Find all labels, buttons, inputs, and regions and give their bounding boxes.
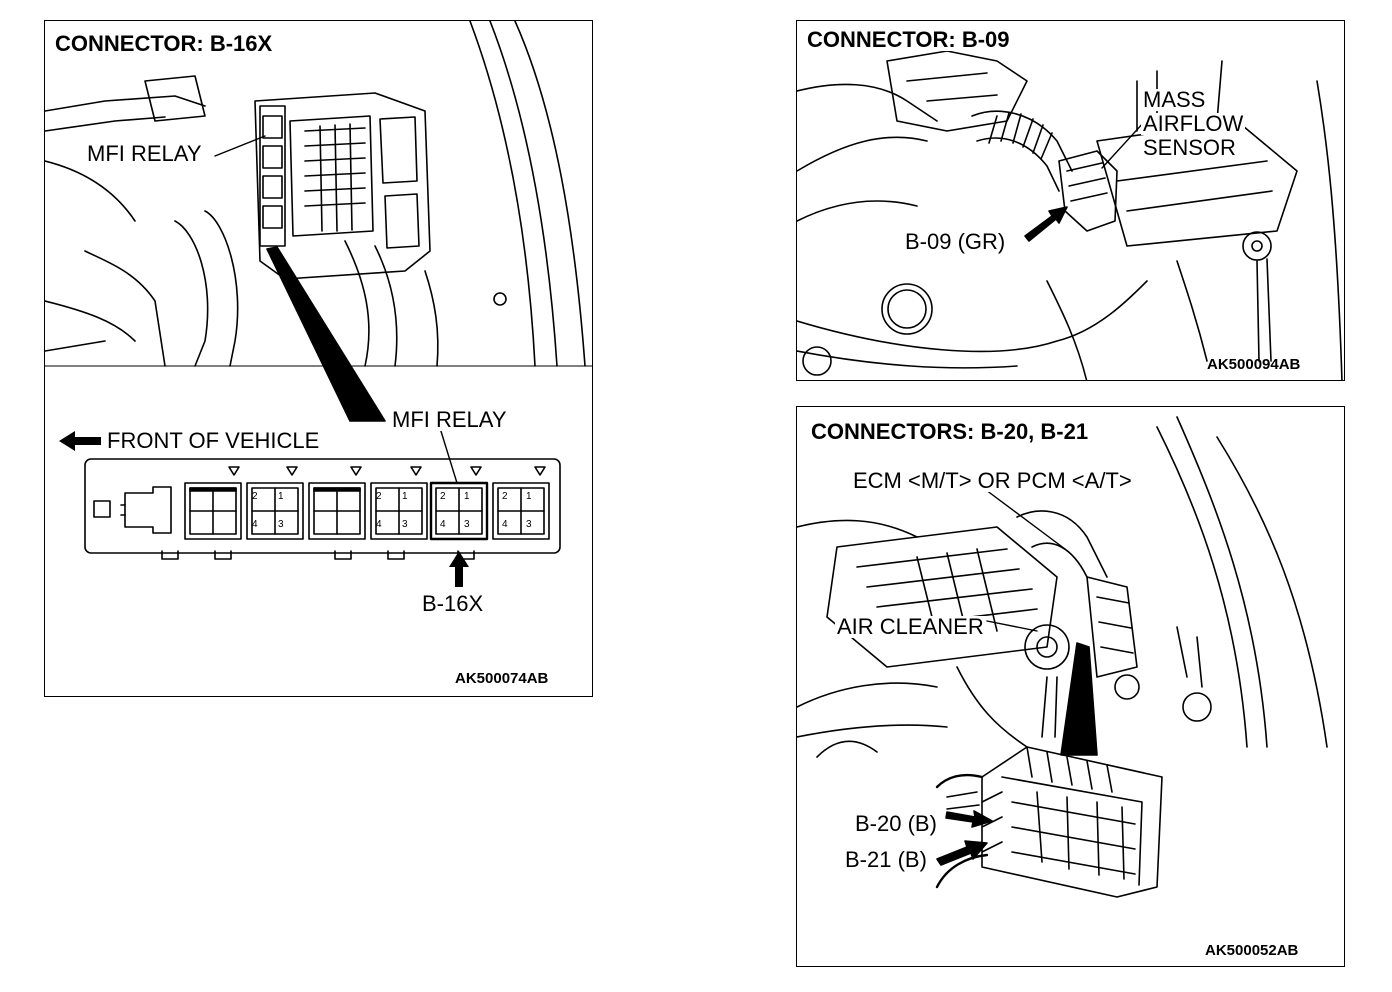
engine-bay-illustration <box>45 21 592 587</box>
pin-label: 1 <box>526 491 532 502</box>
sensor-label: SENSOR <box>1141 135 1238 160</box>
pin-label: 1 <box>464 491 470 502</box>
pin-label: 3 <box>278 519 284 530</box>
pin-label: 1 <box>402 491 408 502</box>
panel-connector-b16x: 2 1 4 3 2 1 4 3 2 1 4 3 2 1 4 3 CONNECTO… <box>44 20 593 697</box>
connector-label: B-16X <box>420 591 486 616</box>
connector-label: B-21 (B) <box>843 847 929 872</box>
pin-label: 3 <box>464 519 470 530</box>
panel-title: CONNECTOR: B-09 <box>805 27 1012 52</box>
pin-label: 4 <box>440 519 446 530</box>
panel-connectors-b20-b21: CONNECTORS: B-20, B-21 ECM <M/T> OR PCM … <box>796 406 1345 967</box>
panel-connector-b09: CONNECTOR: B-09 MASS AIRFLOW SENSOR B-09… <box>796 20 1345 381</box>
pin-label: 4 <box>252 519 258 530</box>
mfi-relay-label: MFI RELAY <box>390 407 509 432</box>
connector-label: B-20 (B) <box>853 811 939 836</box>
pin-label: 4 <box>502 519 508 530</box>
panel-title: CONNECTOR: B-16X <box>53 31 275 56</box>
pin-label: 3 <box>526 519 532 530</box>
connector-label: B-09 (GR) <box>903 229 1008 254</box>
pin-label: 1 <box>278 491 284 502</box>
pin-label: 2 <box>376 491 382 502</box>
sensor-label: MASS <box>1141 87 1208 112</box>
engine-bay-illustration <box>797 416 1328 898</box>
figure-code: AK500052AB <box>1205 942 1299 959</box>
pin-label: 2 <box>502 491 508 502</box>
sensor-label: AIRFLOW <box>1141 111 1246 136</box>
figure-code: AK500074AB <box>455 670 549 687</box>
pin-label: 2 <box>252 491 258 502</box>
mfi-relay-label: MFI RELAY <box>85 141 204 166</box>
pin-label: 4 <box>376 519 382 530</box>
panel-title: CONNECTORS: B-20, B-21 <box>809 419 1091 444</box>
figure-code: AK500094AB <box>1207 356 1301 373</box>
ecm-label: ECM <M/T> OR PCM <A/T> <box>851 468 1134 493</box>
engine-bay-illustration <box>797 50 1343 380</box>
pin-label: 3 <box>402 519 408 530</box>
front-of-vehicle-label: FRONT OF VEHICLE <box>105 428 322 453</box>
air-cleaner-label: AIR CLEANER <box>835 614 986 639</box>
pin-label: 2 <box>440 491 446 502</box>
